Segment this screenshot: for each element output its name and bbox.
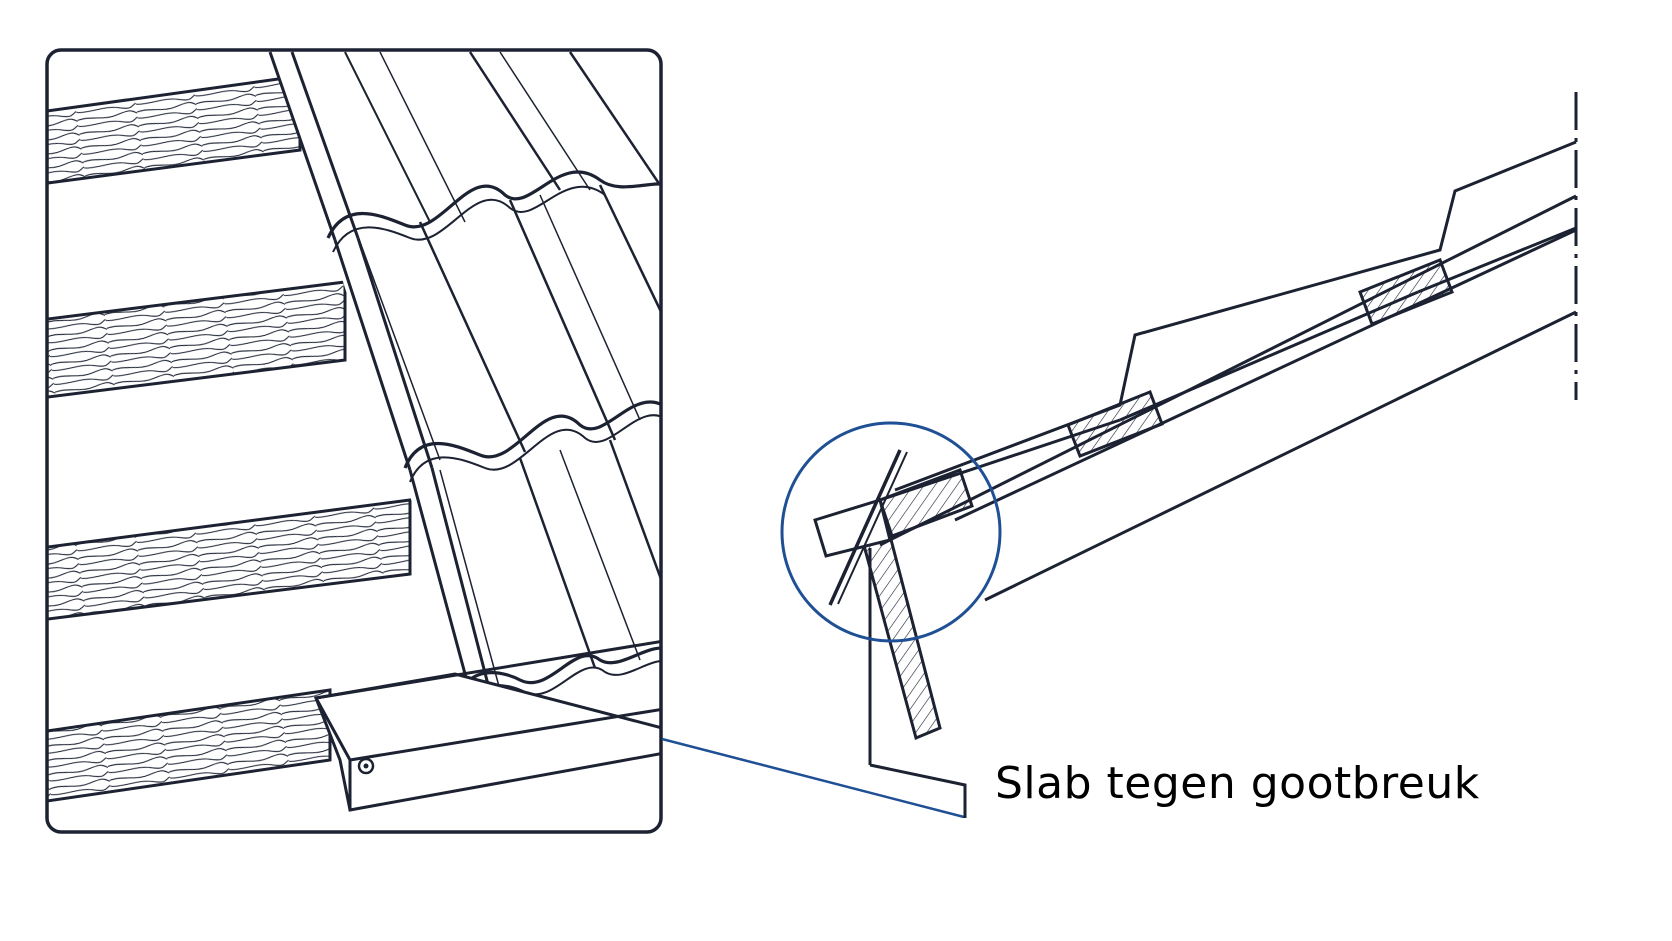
batten-block-2 bbox=[1358, 258, 1454, 326]
gutter-flashing bbox=[313, 638, 661, 812]
detail-panel-border bbox=[45, 48, 663, 834]
metal-roof-sheet bbox=[268, 50, 661, 723]
batten-block-eave bbox=[878, 468, 974, 538]
detail-highlight-circle bbox=[780, 421, 1002, 643]
batten-4 bbox=[47, 688, 332, 804]
detail-panel bbox=[47, 50, 661, 832]
section-view bbox=[813, 92, 1578, 818]
caption-label: Slab tegen gootbreuk bbox=[995, 758, 1480, 809]
gutter-slab bbox=[869, 763, 967, 818]
batten-1 bbox=[47, 74, 302, 186]
batten-3 bbox=[47, 498, 412, 622]
batten-block-1 bbox=[1066, 390, 1164, 458]
batten-2 bbox=[47, 280, 347, 400]
leader-line bbox=[661, 737, 965, 819]
